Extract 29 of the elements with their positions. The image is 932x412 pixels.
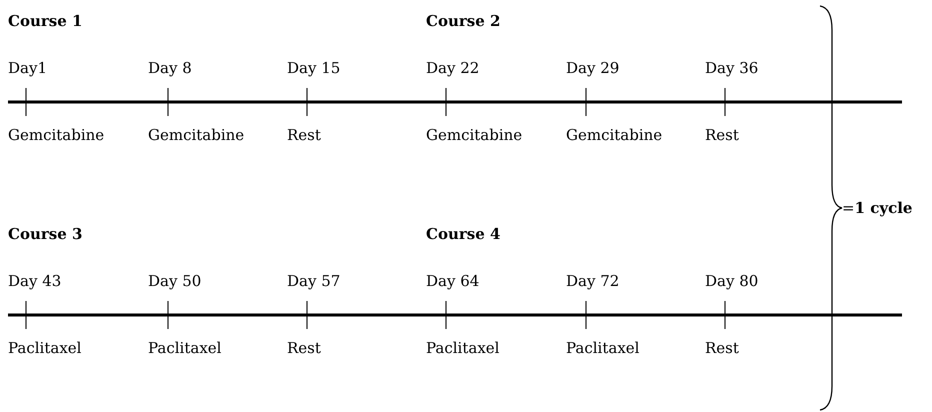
drug-label: Paclitaxel [566, 339, 640, 357]
day-label: Day 50 [148, 272, 202, 290]
day-label: Day 57 [287, 272, 340, 290]
drug-label: Paclitaxel [148, 339, 222, 357]
drug-label: Gemcitabine [148, 126, 244, 144]
bracket-note: =1 cycle [842, 199, 912, 217]
day-label: Day 72 [566, 272, 620, 290]
day-label: Day 36 [705, 59, 758, 77]
day-label: Day 15 [287, 59, 340, 77]
course-heading: Course 2 [426, 12, 500, 30]
drug-label: Gemcitabine [8, 126, 104, 144]
drug-label: Rest [705, 339, 739, 357]
drug-label: Paclitaxel [8, 339, 82, 357]
day-label: Day 22 [426, 59, 480, 77]
drug-label: Rest [287, 339, 321, 357]
drug-label: Gemcitabine [566, 126, 662, 144]
day-label: Day 64 [426, 272, 480, 290]
day-label: Day 29 [566, 59, 620, 77]
day-label: Day 8 [148, 59, 192, 77]
course-heading: Course 4 [426, 225, 500, 243]
drug-label: Rest [705, 126, 739, 144]
drug-label: Paclitaxel [426, 339, 500, 357]
course-heading: Course 3 [8, 225, 82, 243]
drug-label: Gemcitabine [426, 126, 522, 144]
day-label: Day1 [8, 59, 47, 77]
day-label: Day 80 [705, 272, 758, 290]
course-heading: Course 1 [8, 12, 82, 30]
drug-label: Rest [287, 126, 321, 144]
day-label: Day 43 [8, 272, 62, 290]
